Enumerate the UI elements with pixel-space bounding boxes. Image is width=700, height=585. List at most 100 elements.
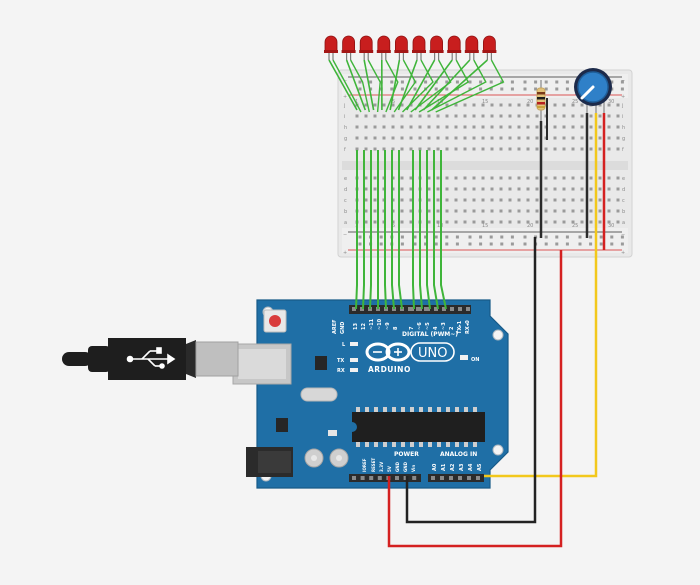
- breadboard-hole: [482, 188, 485, 191]
- red-led[interactable]: [360, 36, 372, 52]
- rail-hole: [600, 236, 603, 239]
- rail-hole: [456, 243, 459, 246]
- led-row[interactable]: [324, 36, 496, 60]
- breadboard-hole: [401, 210, 404, 213]
- breadboard-hole: [536, 199, 539, 202]
- arduino-uno-board[interactable]: AREF GND 13 12 ~11 ~10 ~9 8 7 ~6 ~5 4 ~3…: [233, 300, 508, 488]
- breadboard-hole: [374, 188, 377, 191]
- rail-hole: [490, 243, 493, 246]
- power-led: [460, 355, 468, 360]
- led-label-rx: RX: [337, 368, 345, 374]
- breadboard-hole: [590, 148, 593, 151]
- header-pin: [466, 307, 470, 311]
- breadboard-hole: [500, 148, 503, 151]
- led-rim: [324, 50, 338, 53]
- led-label-tx: TX: [337, 358, 344, 364]
- reset-button-cap[interactable]: [269, 315, 281, 327]
- breadboard-hole: [491, 210, 494, 213]
- svg-text:d: d: [344, 187, 347, 193]
- breadboard-hole: [446, 188, 449, 191]
- signal-wire[interactable]: [370, 150, 371, 309]
- chip-pin: [446, 442, 450, 447]
- breadboard-hole: [500, 199, 503, 202]
- breadboard-hole: [437, 177, 440, 180]
- svg-text:h: h: [344, 125, 347, 131]
- svg-text:2: 2: [449, 326, 455, 330]
- breadboard-hole: [446, 137, 449, 140]
- rail-hole: [445, 243, 448, 246]
- red-led[interactable]: [325, 36, 337, 52]
- breadboard-hole: [509, 126, 512, 129]
- status-led-tx: [350, 358, 358, 362]
- chip-pin: [455, 407, 459, 412]
- breadboard-hole: [554, 104, 557, 107]
- breadboard-hole: [617, 177, 620, 180]
- breadboard-hole: [563, 137, 566, 140]
- red-led[interactable]: [378, 36, 390, 52]
- rail-hole: [545, 243, 548, 246]
- chip-pin: [374, 407, 378, 412]
- signal-wire[interactable]: [363, 150, 364, 309]
- breadboard-hole: [599, 199, 602, 202]
- breadboard-hole: [518, 210, 521, 213]
- breadboard-hole: [563, 104, 566, 107]
- red-led[interactable]: [431, 36, 443, 52]
- breadboard-hole: [446, 126, 449, 129]
- breadboard-hole: [383, 115, 386, 118]
- signal-wire[interactable]: [356, 150, 357, 309]
- breadboard-hole: [491, 137, 494, 140]
- breadboard-hole: [563, 188, 566, 191]
- led-rim: [359, 50, 373, 53]
- breadboard-hole: [500, 210, 503, 213]
- breadboard-hole: [392, 137, 395, 140]
- breadboard-hole: [455, 210, 458, 213]
- breadboard-hole: [617, 148, 620, 151]
- rail-hole: [500, 88, 503, 91]
- voltage-regulator: [276, 418, 288, 432]
- rail-hole: [511, 236, 514, 239]
- breadboard-hole: [482, 199, 485, 202]
- signal-wire[interactable]: [413, 150, 414, 309]
- breadboard-hole: [491, 188, 494, 191]
- chip-pin: [473, 442, 477, 447]
- chip-pin: [365, 407, 369, 412]
- breadboard-hole: [572, 188, 575, 191]
- header-pin: [440, 476, 444, 480]
- signal-wire[interactable]: [385, 150, 386, 309]
- red-led[interactable]: [343, 36, 355, 52]
- usb-plug-metal: [196, 342, 238, 376]
- breadboard-hole: [599, 210, 602, 213]
- red-led[interactable]: [413, 36, 425, 52]
- breadboard-hole: [437, 199, 440, 202]
- breadboard-hole: [599, 148, 602, 151]
- breadboard-hole: [572, 210, 575, 213]
- breadboard-hole: [617, 188, 620, 191]
- svg-text:A5: A5: [477, 463, 483, 471]
- svg-text:e: e: [344, 176, 347, 182]
- rail-hole: [610, 236, 613, 239]
- red-led[interactable]: [466, 36, 478, 52]
- red-led[interactable]: [483, 36, 495, 52]
- red-led[interactable]: [395, 36, 407, 52]
- svg-text:~10: ~10: [377, 318, 383, 330]
- breadboard-hole: [509, 104, 512, 107]
- usb-b-cable[interactable]: [62, 338, 238, 380]
- breadboard-hole: [509, 221, 512, 224]
- breadboard-hole: [464, 177, 467, 180]
- breadboard-hole: [482, 210, 485, 213]
- on-label: ON: [471, 357, 479, 363]
- breadboard-hole: [464, 199, 467, 202]
- chip-pin: [383, 407, 387, 412]
- crystal-oscillator: [301, 388, 337, 401]
- svg-text:~11: ~11: [369, 318, 375, 330]
- svg-text:20: 20: [527, 223, 533, 229]
- breadboard-hole: [455, 199, 458, 202]
- power-header: [349, 474, 421, 482]
- breadboard-hole: [599, 115, 602, 118]
- breadboard-hole: [464, 115, 467, 118]
- breadboard-hole: [509, 210, 512, 213]
- red-led[interactable]: [448, 36, 460, 52]
- led-rim: [342, 50, 356, 53]
- breadboard-hole: [446, 177, 449, 180]
